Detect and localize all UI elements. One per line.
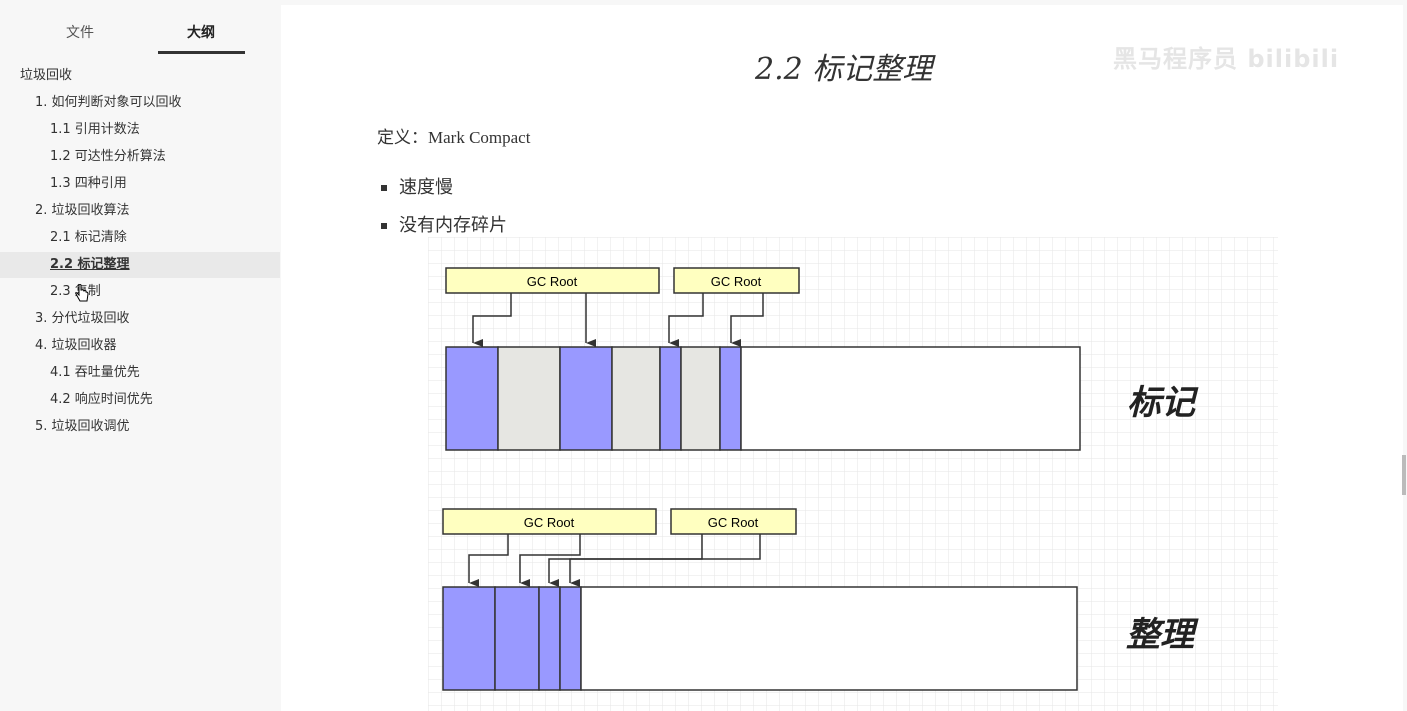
garbage-object-block: [497, 346, 561, 451]
gc-root-label: GC Root: [524, 515, 575, 530]
outline-item[interactable]: 2.3 复制: [50, 284, 101, 299]
live-object-block: [494, 586, 540, 691]
live-object-block: [559, 346, 613, 451]
outline-item[interactable]: 2.1 标记清除: [50, 230, 127, 245]
garbage-object-block: [680, 346, 721, 451]
hand-cursor-icon: [75, 284, 89, 302]
outline-item[interactable]: 1.3 四种引用: [50, 176, 127, 191]
reference-arrow: [569, 534, 761, 587]
mark-phase-label: 标记: [1127, 383, 1199, 423]
compact-phase-label: 整理: [1126, 615, 1199, 655]
reference-arrow: [519, 534, 581, 587]
document-view: 2.2 标记整理 黑马程序员 bilibili 定义：Mark Compact …: [281, 5, 1403, 711]
outline-item[interactable]: 垃圾回收: [20, 68, 73, 83]
sidebar: 文件 大纲 垃圾回收 1. 如何判断对象可以回收 1.1 引用计数法 1.2 可达性分…: [0, 0, 280, 711]
sidebar-tabs: 文件 大纲: [0, 0, 280, 58]
outline-item[interactable]: 4.1 吞吐量优先: [50, 365, 140, 380]
outline-item[interactable]: 1.2 可达性分析算法: [50, 149, 166, 164]
active-tab-indicator: [158, 51, 245, 54]
bullet-text: 没有内存碎片: [399, 215, 507, 236]
reference-arrow: [668, 293, 704, 347]
gc-root-label: GC Root: [708, 515, 759, 530]
gc-root-label: GC Root: [527, 274, 578, 289]
bullet-dot-icon: [381, 185, 387, 191]
gc-root-box: [445, 267, 660, 294]
bullet-text: 速度慢: [399, 177, 453, 198]
outline-item[interactable]: 1.1 引用计数法: [50, 122, 140, 137]
free-memory-block: [740, 346, 1081, 451]
outline-item[interactable]: 5. 垃圾回收调优: [35, 419, 130, 434]
gc-root-box: [670, 508, 797, 535]
outline-item[interactable]: 2. 垃圾回收算法: [35, 203, 130, 218]
free-memory-block: [580, 586, 1078, 691]
outline-item[interactable]: 4.2 响应时间优先: [50, 392, 153, 407]
tab-outline[interactable]: 大纲: [187, 25, 215, 41]
live-object-block: [538, 586, 561, 691]
mark-phase: GC Root GC Root 标记: [445, 267, 1199, 451]
outline-item[interactable]: 4. 垃圾回收器: [35, 338, 117, 353]
mark-compact-diagram: GC Root GC Root 标记 GC Root GC Root: [428, 237, 1278, 711]
garbage-object-block: [611, 346, 661, 451]
gc-root-box: [673, 267, 800, 294]
outline-item[interactable]: 2.2 标记整理: [0, 252, 280, 278]
gc-root-box: [442, 508, 657, 535]
bullet-item: 速度慢: [381, 173, 453, 199]
compact-phase: GC Root GC Root 整理: [442, 508, 1199, 691]
live-object-block: [442, 586, 496, 691]
page-title: 2.2 标记整理: [755, 52, 933, 87]
bullet-item: 没有内存碎片: [381, 211, 507, 237]
reference-arrow: [468, 534, 509, 587]
outline-item[interactable]: 1. 如何判断对象可以回收: [35, 95, 182, 110]
gc-root-label: GC Root: [711, 274, 762, 289]
bullet-dot-icon: [381, 223, 387, 229]
live-object-block: [559, 586, 582, 691]
outline-item[interactable]: 3. 分代垃圾回收: [35, 311, 130, 326]
live-object-block: [445, 346, 499, 451]
tab-files[interactable]: 文件: [66, 25, 94, 41]
live-object-block: [719, 346, 742, 451]
reference-arrow: [472, 293, 512, 347]
scrollbar-thumb[interactable]: [1402, 455, 1406, 495]
live-object-block: [659, 346, 682, 451]
definition-text: 定义：Mark Compact: [377, 128, 531, 147]
watermark: 黑马程序员 bilibili: [1113, 45, 1340, 73]
reference-arrow: [730, 293, 764, 347]
